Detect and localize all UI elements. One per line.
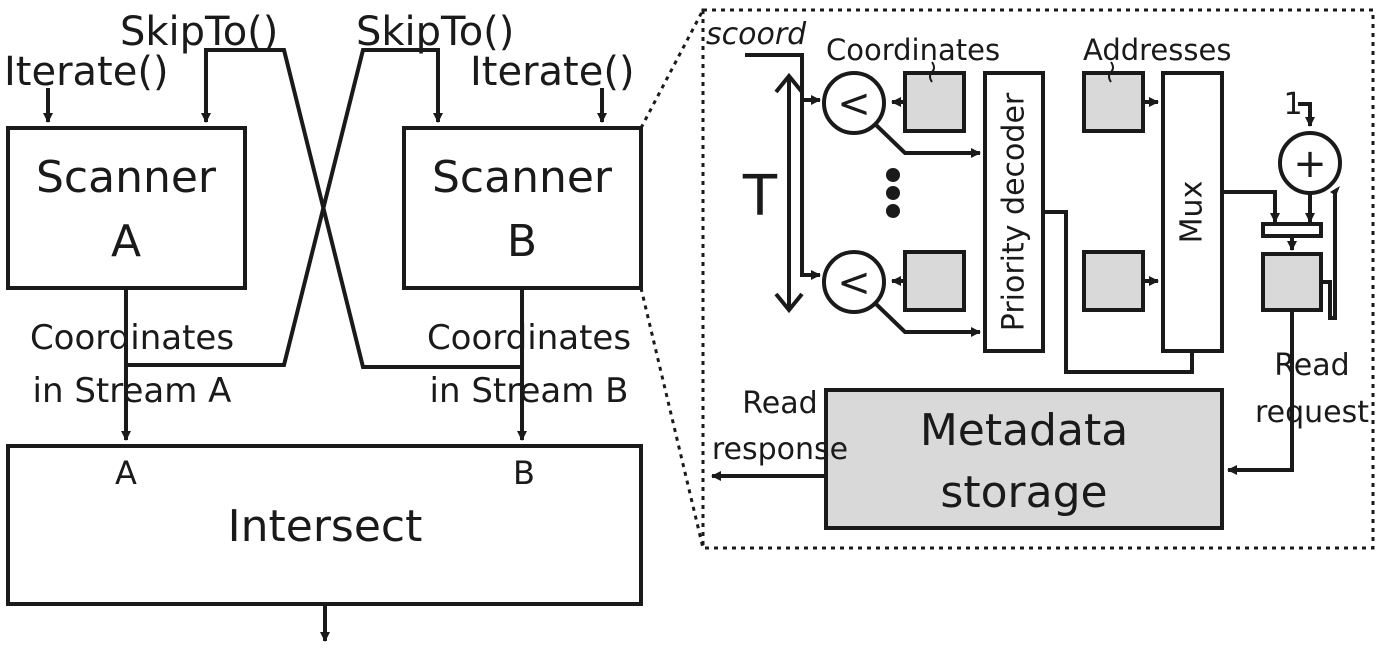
metadata-storage-box: Metadata storage: [824, 388, 1224, 530]
ellipsis-dot-3: [886, 204, 900, 218]
coord-reg-top-input-mark: [929, 61, 935, 83]
comp-top-to-decoder: [874, 123, 981, 158]
zoom-connector-top: [639, 9, 705, 129]
mux-label: Mux: [1175, 181, 1210, 244]
comparator-bottom-symbol: <: [837, 260, 871, 306]
coordinates-header: Coordinates: [826, 33, 1000, 67]
priority-decoder-box: Priority decoder: [983, 71, 1045, 353]
comparator-bottom: <: [822, 250, 886, 314]
read-request-label-line1: Read: [1274, 348, 1349, 383]
addr-reg-top-input-mark: [1108, 61, 1114, 83]
metadata-storage-title-line2: storage: [940, 467, 1107, 518]
priority-decoder-label: Priority decoder: [997, 92, 1032, 331]
t-bracket-top-arrow: [774, 72, 804, 94]
ellipsis-dot-1: [886, 168, 900, 182]
coordinates-a-label-line1: Coordinates: [30, 318, 234, 358]
address-select-bar: [1261, 222, 1323, 238]
intersect-port-a: A: [115, 454, 137, 492]
intersect-port-b: B: [513, 454, 535, 492]
intersect-title: Intersect: [228, 501, 423, 552]
skipto-label-a: SkipTo(): [120, 9, 278, 55]
address-register-top: [1082, 71, 1145, 133]
current-address-register: [1261, 252, 1323, 312]
skipto-wire-to-a: [201, 48, 522, 369]
comp-bottom-to-decoder: [874, 302, 981, 337]
read-request-label-line2: request: [1255, 395, 1369, 430]
coordinates-a-label-line2: in Stream A: [33, 371, 232, 411]
intersect-box: A B Intersect: [6, 444, 643, 606]
register-feedback-wire: [1321, 190, 1337, 320]
iterate-label-b: Iterate(): [470, 49, 635, 95]
register-feedback-arrowhead: [1330, 186, 1340, 196]
scanner-detail-frame: [701, 8, 1375, 550]
scanner-a-id: A: [111, 216, 141, 267]
coordinates-b-label-line2: in Stream B: [430, 371, 629, 411]
increment-one-label: 1: [1283, 87, 1302, 122]
comparator-top: <: [822, 71, 886, 135]
scoord-wire-lower: [745, 53, 821, 280]
ellipsis-dot-2: [886, 186, 900, 200]
t-label: T: [742, 164, 778, 229]
scoord-label: scoord: [706, 17, 807, 52]
skipto-wire-to-b: [126, 48, 443, 367]
iterate-label-a: Iterate(): [4, 49, 169, 95]
scanner-a-title: Scanner: [36, 152, 217, 203]
skipto-label-b: SkipTo(): [356, 9, 514, 55]
increment-one-arrow: [1298, 102, 1315, 127]
metadata-storage-title-line1: Metadata: [920, 405, 1128, 456]
comparator-top-symbol: <: [837, 81, 871, 127]
scanner-b-box: Scanner B: [402, 126, 643, 290]
read-request-wire: [1227, 310, 1294, 475]
read-response-label-line1: Read: [742, 386, 817, 421]
adder: +: [1278, 131, 1342, 195]
mux-to-select-wire: [1222, 190, 1280, 223]
coordinate-register-top: [903, 71, 966, 133]
scanner-b-id: B: [507, 216, 537, 267]
zoom-connector-bottom: [639, 287, 705, 549]
t-bracket-bottom-arrow: [774, 292, 804, 314]
coordinate-register-bottom: [903, 250, 966, 312]
scanner-b-title: Scanner: [432, 152, 613, 203]
read-response-label-line2: response: [712, 432, 848, 467]
adder-symbol: +: [1293, 141, 1327, 187]
address-register-bottom: [1082, 250, 1145, 312]
decoder-select-wire: [1043, 210, 1194, 374]
scanner-a-box: Scanner A: [6, 126, 247, 290]
addresses-header: Addresses: [1083, 33, 1231, 67]
mux-box: Mux: [1161, 71, 1224, 353]
coordinates-b-label-line1: Coordinates: [427, 318, 631, 358]
